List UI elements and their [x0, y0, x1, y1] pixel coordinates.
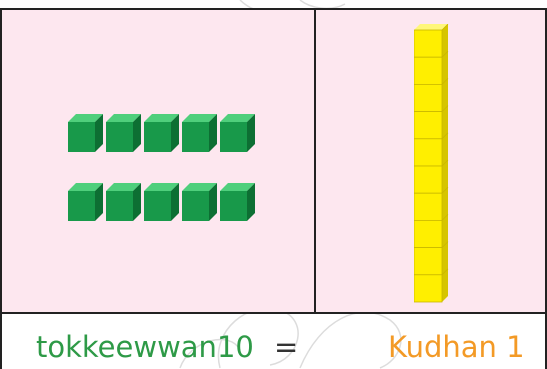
unit-cube — [220, 114, 255, 152]
rod-unit — [414, 84, 442, 111]
unit-cube — [106, 183, 141, 221]
cube-row-bottom — [68, 183, 255, 221]
unit-cube — [68, 114, 103, 152]
unit-cube — [68, 183, 103, 221]
unit-cube — [106, 114, 141, 152]
one-ten-label: Kudhan 1 — [388, 330, 525, 364]
rod-unit — [414, 30, 442, 57]
ten-rod — [414, 24, 454, 304]
tens-panel — [314, 8, 547, 314]
place-value-table: tokkeewwan10 = Kudhan 1 — [0, 8, 547, 369]
caption-row: tokkeewwan10 = Kudhan 1 — [0, 312, 547, 369]
rod-unit — [414, 139, 442, 166]
unit-cube — [220, 183, 255, 221]
unit-cube — [144, 114, 179, 152]
rod-unit — [414, 166, 442, 193]
rod-unit — [414, 193, 442, 220]
equals-sign: = — [274, 330, 298, 364]
ten-ones-label: tokkeewwan10 — [36, 330, 254, 364]
cube-row-top — [68, 114, 255, 152]
rod-unit — [414, 57, 442, 84]
rod-unit — [414, 275, 442, 302]
rod-unit — [414, 220, 442, 247]
rod-unit — [414, 112, 442, 139]
unit-cube — [182, 114, 217, 152]
units-panel — [0, 8, 316, 314]
unit-cube — [182, 183, 217, 221]
unit-cube — [144, 183, 179, 221]
rod-unit — [414, 248, 442, 275]
